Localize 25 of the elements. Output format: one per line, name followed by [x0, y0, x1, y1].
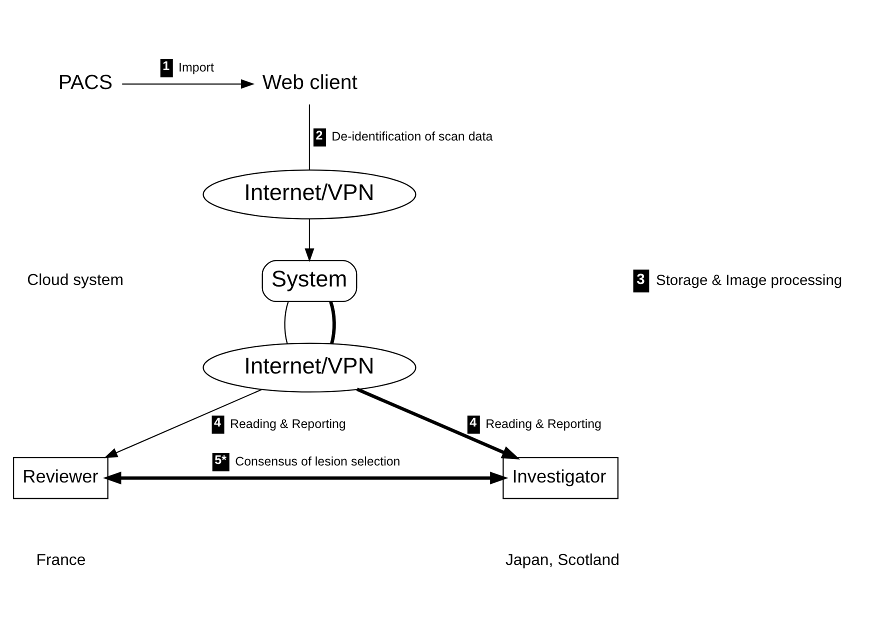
edge-label: 1 Import [162, 58, 214, 74]
connector [328, 300, 336, 344]
edge-label: 2 De-identification of scan data [315, 128, 492, 144]
node-text: Web client [262, 70, 357, 94]
arrow [122, 78, 254, 88]
arrow [304, 218, 314, 262]
connector [284, 301, 288, 344]
node-box: Reviewer [12, 456, 108, 499]
arrow [356, 387, 520, 459]
node-text: PACS [58, 70, 112, 94]
node-ellipse: Internet/VPN [202, 342, 416, 392]
connector [308, 104, 310, 170]
node-label: Japan, Scotland [504, 552, 619, 569]
arrow [102, 471, 508, 484]
label: Cloud system [26, 272, 123, 289]
node-label: 3 [636, 271, 644, 288]
edge-label: 4 Reading & Reporting [214, 415, 346, 430]
node-label: France [36, 552, 86, 569]
arrow [103, 388, 262, 458]
edge-label: 4 Reading & Reporting [469, 415, 601, 430]
node-ellipse: Internet/VPN [202, 169, 416, 219]
node-label: Storage & Image processing [655, 272, 842, 288]
edge-label: 5* Consensus of lesion selection [214, 452, 400, 468]
node-box: System [261, 260, 357, 302]
node-box: Investigator [502, 456, 618, 499]
